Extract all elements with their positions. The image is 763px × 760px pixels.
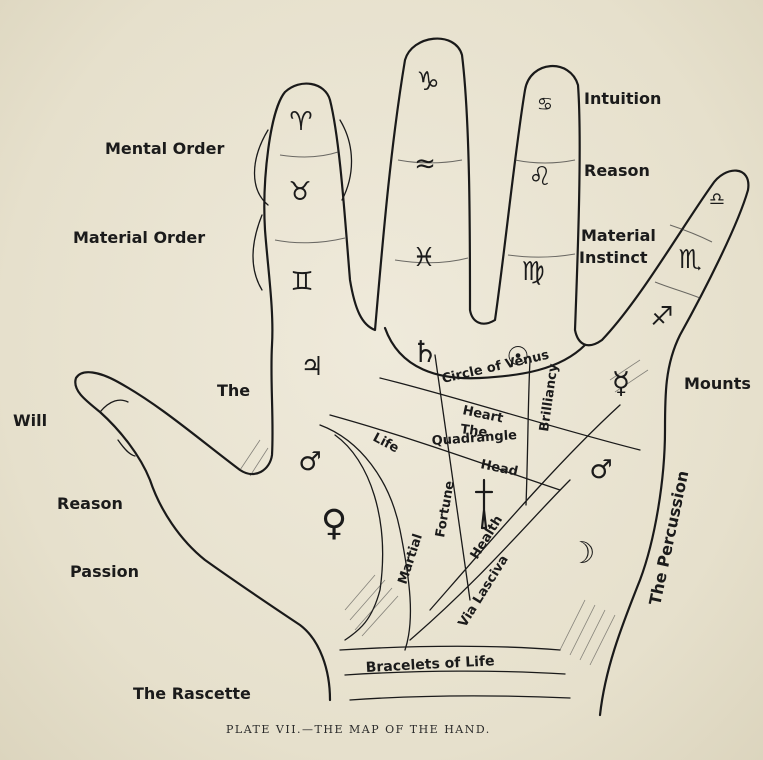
the-quadrangle-label: The	[459, 422, 488, 441]
material-order-label: Material Order	[73, 228, 205, 247]
fortune-label: Fortune	[433, 480, 458, 539]
mental-order-bracket	[253, 129, 269, 206]
fortune-line	[434, 354, 471, 601]
venus-symbol: ♀	[321, 503, 347, 544]
life-label: Life	[370, 430, 401, 456]
taurus-symbol: ♉	[288, 177, 311, 207]
rascette-label: The Rascette	[133, 684, 251, 703]
instinct-label: Instinct	[579, 248, 648, 267]
aries-symbol: ♈	[289, 107, 312, 137]
mars-upper-symbol: ♂	[298, 447, 321, 477]
scorpio-symbol: ♏	[678, 245, 701, 275]
head-line	[329, 414, 561, 491]
sun-symbol: ☉	[506, 342, 529, 372]
martial-line	[334, 434, 384, 641]
leo-symbol: ♌	[528, 162, 551, 192]
will-label: Will	[13, 411, 47, 430]
aquarius-symbol: ≈	[414, 149, 436, 179]
the-label: The	[217, 381, 250, 400]
circle-of-venus-label: Circle of Venus	[441, 348, 551, 387]
palm-shading	[239, 359, 649, 666]
sagittarius-symbol: ♐	[650, 302, 673, 332]
pisces-symbol: ♓	[412, 243, 435, 273]
via-lasciva-line	[409, 479, 571, 641]
dagger-mark	[474, 478, 494, 530]
outer-labels: Mental Order Material Order The Will Rea…	[13, 89, 751, 703]
libra-symbol: ♎	[709, 189, 725, 210]
heart-line	[379, 377, 641, 451]
hand-outline	[74, 37, 750, 717]
intuition-label: Intuition	[584, 89, 661, 108]
brilliancy-label: Brilliancy	[537, 362, 561, 432]
zodiac-symbols: ♈ ♉ ♊ ♑ ≈ ♓ ♋ ♌ ♍ ♎ ♏ ♐ ♃ ♄ ☉ ☿ ♂ ♂ ♀ ☽	[288, 67, 725, 571]
mercury-symbol: ☿	[612, 366, 630, 401]
finger-creases	[274, 151, 713, 299]
mental-order-bracket-right	[339, 119, 353, 201]
plate-caption: PLATE VII.—THE MAP OF THE HAND.	[226, 723, 491, 736]
reason-thumb-label: Reason	[57, 494, 123, 513]
bracelets-label: Bracelets of Life	[365, 653, 495, 676]
jupiter-symbol: ♃	[300, 352, 323, 382]
martial-label: Martial	[396, 532, 426, 586]
mars-lower-symbol: ♂	[589, 455, 612, 485]
gemini-symbol: ♊	[290, 267, 313, 297]
thumb-nail-line	[99, 399, 129, 413]
material-order-bracket	[252, 214, 263, 291]
reason-finger-label: Reason	[584, 161, 650, 180]
mounts-label: Mounts	[684, 374, 751, 393]
moon-symbol: ☽	[569, 536, 596, 571]
bracelet-line-3	[349, 695, 571, 701]
via-lasciva-label: Via Lasciva	[456, 553, 512, 630]
life-line	[319, 424, 412, 651]
thumb-joint-line	[117, 439, 136, 457]
health-line	[429, 404, 621, 611]
circle-of-venus-line	[383, 326, 587, 380]
virgo-symbol: ♍	[521, 257, 544, 287]
quadrangle-label: Quadrangle	[431, 428, 517, 449]
head-label: Head	[479, 457, 519, 480]
saturn-symbol: ♄	[412, 335, 439, 370]
material-label: Material	[581, 226, 656, 245]
capricorn-symbol: ♑	[416, 67, 439, 97]
cancer-symbol: ♋	[537, 94, 553, 115]
passion-label: Passion	[70, 562, 139, 581]
palm-lines	[319, 326, 641, 701]
bracelet-line-1	[339, 645, 561, 651]
brilliancy-line	[525, 359, 531, 506]
bracelet-line-2	[344, 670, 566, 676]
mental-order-label: Mental Order	[105, 139, 224, 158]
